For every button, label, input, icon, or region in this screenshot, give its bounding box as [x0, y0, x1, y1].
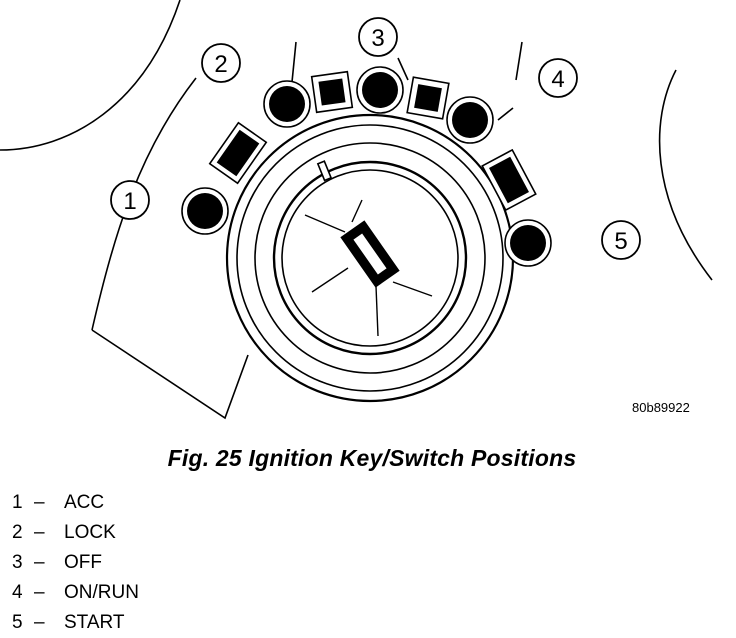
right-trim-curve: [658, 69, 713, 281]
legend-number: 3: [12, 552, 23, 573]
legend-separator: –: [34, 612, 45, 633]
callout-3: 3: [358, 17, 398, 57]
detent-circle: [446, 96, 494, 144]
legend-label: OFF: [64, 552, 102, 573]
detent-slot: [481, 148, 537, 212]
callout-2: 2: [201, 43, 241, 83]
legend-number: 1: [12, 492, 23, 513]
cylinder-detail-line: [311, 267, 349, 293]
detent-circle: [504, 219, 552, 267]
second-ring: [236, 124, 504, 392]
detent-slot: [310, 70, 354, 114]
cylinder-detail-line: [351, 199, 363, 223]
callout-1: 1: [110, 180, 150, 220]
legend-item: 3 – OFF: [12, 548, 139, 578]
cylinder-detail-line: [375, 285, 379, 337]
legend-separator: –: [34, 582, 45, 603]
detent-slot: [406, 76, 450, 120]
leader-3: [397, 57, 409, 81]
detent-slot: [208, 121, 268, 185]
legend-number: 5: [12, 612, 23, 633]
legend-item: 1 – ACC: [12, 488, 139, 518]
upper-left-trim-curve: [0, 0, 181, 151]
ignition-switch-diagram: 1 2 3 4 5 80b89922: [0, 0, 713, 420]
legend-label: ON/RUN: [64, 582, 139, 603]
callout-4: 4: [538, 58, 578, 98]
legend-separator: –: [34, 552, 45, 573]
legend-label: ACC: [64, 492, 105, 513]
legend-label: START: [64, 612, 125, 633]
cylinder-outer: [272, 160, 468, 356]
callout-2-label: 2: [214, 51, 227, 78]
upper-tick-right: [515, 41, 523, 81]
legend-item: 2 – LOCK: [12, 518, 139, 548]
callout-5: 5: [601, 220, 641, 260]
cylinder-inner: [281, 169, 459, 347]
detent-circle: [181, 187, 229, 235]
third-ring: [254, 142, 486, 374]
legend-number: 2: [12, 522, 23, 543]
position-indicator-mark: [316, 160, 333, 182]
upper-tick-left: [291, 41, 297, 83]
legend-label: LOCK: [64, 522, 116, 543]
cylinder-detail-line: [392, 281, 433, 297]
position-legend: 1 – ACC 2 – LOCK 3 – OFF 4 – ON/RUN 5 – …: [12, 488, 139, 638]
legend-separator: –: [34, 522, 45, 543]
legend-item: 4 – ON/RUN: [12, 578, 139, 608]
detent-circle: [263, 80, 311, 128]
trim-lines: [0, 0, 713, 420]
tick-near-4: [497, 107, 514, 121]
detent-circle: [356, 66, 404, 114]
figure-caption: Fig. 25 Ignition Key/Switch Positions: [167, 445, 577, 471]
callout-4-label: 4: [551, 66, 564, 93]
key-slot: [340, 220, 400, 288]
image-code: 80b89922: [632, 400, 690, 415]
callout-3-label: 3: [371, 25, 384, 52]
cylinder-detail-line: [304, 214, 346, 233]
lower-left-trim-line: [91, 329, 249, 420]
callout-5-label: 5: [614, 228, 627, 255]
position-detents: [181, 66, 552, 267]
legend-item: 5 – START: [12, 608, 139, 638]
legend-separator: –: [34, 492, 45, 513]
lock-cylinder: [304, 160, 433, 337]
callout-1-label: 1: [123, 188, 136, 215]
legend-number: 4: [12, 582, 23, 603]
